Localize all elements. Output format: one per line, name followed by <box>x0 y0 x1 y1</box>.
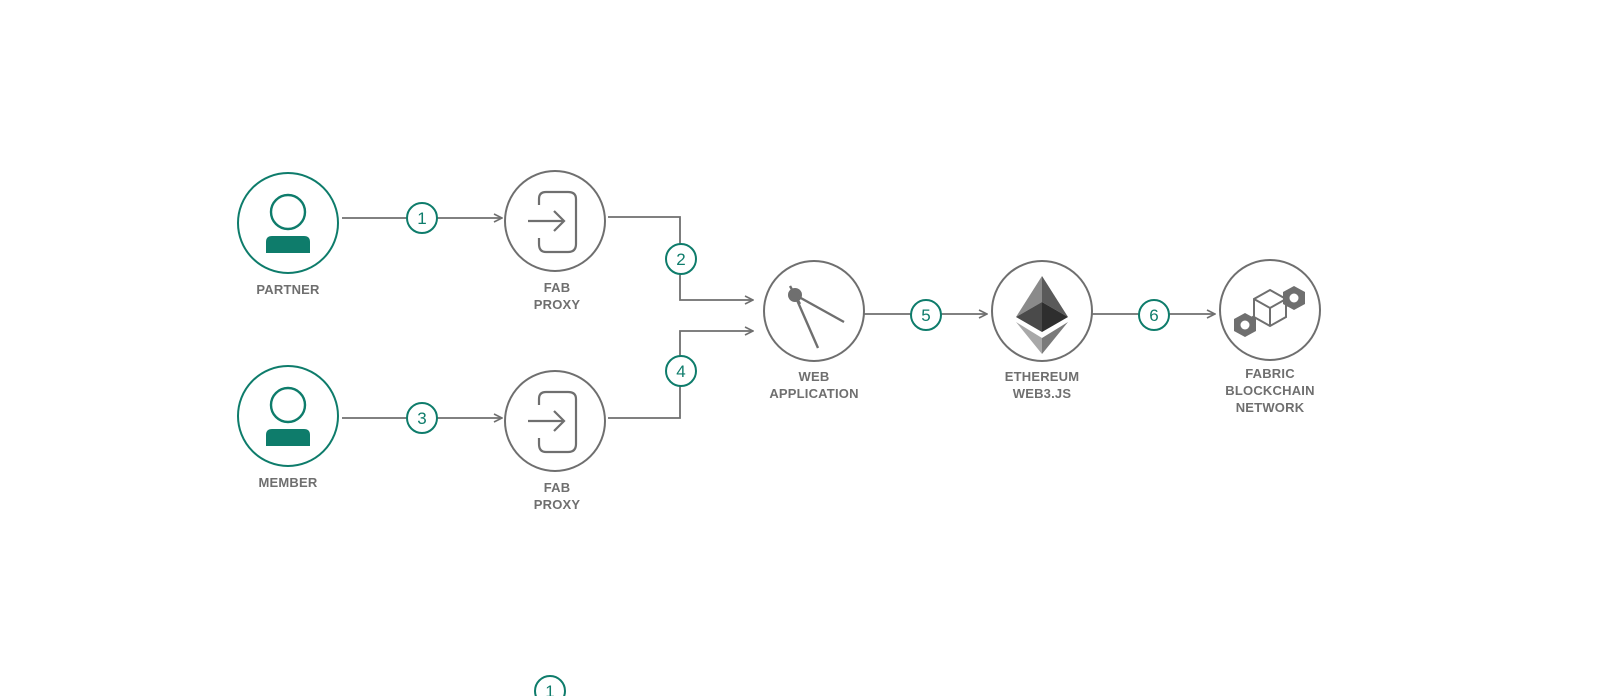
step-badge-2: 2 <box>665 243 697 275</box>
node-proxy-top: FAB PROXY <box>504 170 606 312</box>
compass-icon <box>788 285 845 349</box>
node-label: FAB <box>544 480 571 495</box>
node-label: NETWORK <box>1236 400 1305 415</box>
sign-in-icon <box>528 190 578 254</box>
node-label: BLOCKCHAIN <box>1225 383 1314 398</box>
node-label: PROXY <box>534 497 581 512</box>
step-badge-6: 6 <box>1138 299 1170 331</box>
node-member: MEMBER <box>237 365 339 490</box>
person-icon <box>266 193 310 253</box>
node-label: ETHEREUM <box>1005 369 1080 384</box>
step-number: 5 <box>921 306 930 325</box>
step-number: 4 <box>676 362 685 381</box>
node-label: APPLICATION <box>769 386 858 401</box>
step-number: 2 <box>676 250 685 269</box>
node-label: WEB <box>799 369 830 384</box>
blockchain-cubes-icon <box>1234 286 1305 337</box>
step-badge-1: 1 <box>406 202 438 234</box>
step-badge-5: 5 <box>910 299 942 331</box>
step-number: 3 <box>417 409 426 428</box>
node-label: PARTNER <box>256 282 320 297</box>
step-badge-stray: 1 <box>534 675 566 696</box>
node-label: FAB <box>544 280 571 295</box>
node-label: PROXY <box>534 297 581 312</box>
step-number: 6 <box>1149 306 1158 325</box>
ethereum-icon <box>1016 276 1068 354</box>
node-label: FABRIC <box>1245 366 1295 381</box>
step-badge-4: 4 <box>665 355 697 387</box>
step-number: 1 <box>545 682 554 696</box>
node-label: WEB3.JS <box>1013 386 1072 401</box>
node-fabric: FABRIC BLOCKCHAIN NETWORK <box>1219 259 1321 415</box>
node-label: MEMBER <box>259 475 318 490</box>
step-number: 1 <box>417 209 426 228</box>
node-proxy-bottom: FAB PROXY <box>504 370 606 512</box>
step-badge-3: 3 <box>406 402 438 434</box>
node-webapp: WEB APPLICATION <box>763 260 865 401</box>
sign-in-icon <box>528 390 578 454</box>
node-ethereum: ETHEREUM WEB3.JS <box>991 260 1093 401</box>
node-partner: PARTNER <box>237 172 339 297</box>
person-icon <box>266 386 310 446</box>
